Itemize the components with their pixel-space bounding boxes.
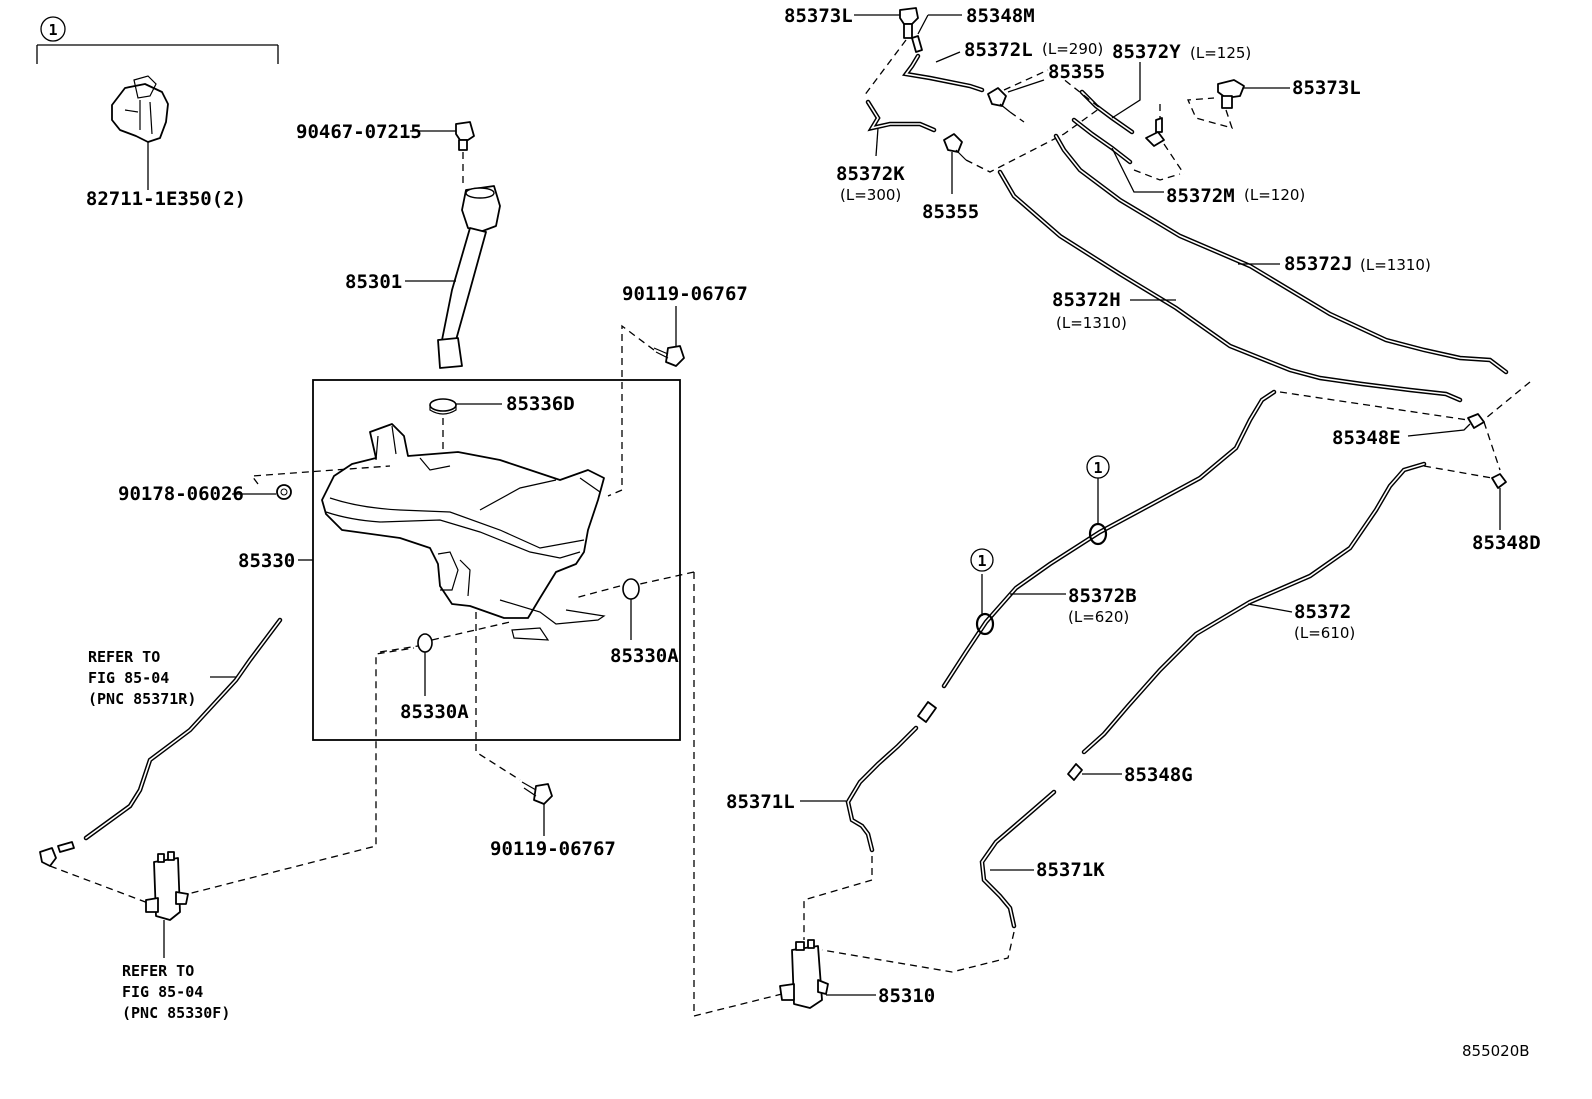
label-85330A-left: 85330A [400,701,469,723]
refer-hose-line3: (PNC 85371R) [88,690,196,708]
label-85330A-right: 85330A [610,645,679,667]
length-85372K: (L=300) [840,186,901,204]
hose-85371K-drawing [821,789,1057,973]
label-85372L: 85372L [964,39,1033,61]
clamp-part-drawing [111,75,169,190]
hose-85372H-drawing [997,169,1463,403]
hose-85372B-drawing [941,389,1277,689]
length-85372B: (L=620) [1068,608,1129,626]
refer-hose-line1: REFER TO [88,648,160,666]
connector-85348G-drawing [1067,763,1122,781]
label-85355-upper: 85355 [1048,61,1105,83]
length-85372L: (L=290) [1042,40,1103,58]
label-85348G: 85348G [1124,764,1193,786]
pump-85310-drawing [779,939,876,1009]
refer-hose-line2: FIG 85-04 [88,669,169,687]
connector-85348D-drawing [1423,465,1507,530]
refer-pump-line3: (PNC 85330F) [122,1004,230,1022]
hose-85372M-drawing [1071,117,1181,193]
cap-seal-drawing [429,398,502,452]
length-85372: (L=610) [1294,624,1355,642]
connector-85348M-drawing [911,14,962,53]
connector-85355-upper-drawing [987,69,1049,123]
label-85372H: 85372H [1052,289,1121,311]
length-85372M: (L=120) [1244,186,1305,204]
label-85373L-right: 85373L [1292,77,1361,99]
hose-85371L-drawing [800,725,919,940]
label-90178: 90178-06026 [118,483,244,505]
hose-85372K-drawing [865,99,937,157]
label-85372K: 85372K [836,163,905,185]
length-85372J: (L=1310) [1360,256,1431,274]
length-85372Y: (L=125) [1190,44,1251,62]
label-85371K: 85371K [1036,859,1105,881]
label-85330: 85330 [238,550,295,572]
label-85373L-top: 85373L [784,5,853,27]
label-85371L: 85371L [726,791,795,813]
label-85355-lower: 85355 [922,201,979,223]
diagram-id: 855020B [1462,1042,1530,1060]
refer-pump-drawing [145,851,189,958]
inline-connector-drawing [917,701,937,723]
refer-hose-drawing [39,617,415,907]
elbow-connector-drawing [1145,104,1185,175]
label-85372B: 85372B [1068,585,1137,607]
connector-85348E-drawing [1279,381,1531,471]
label-85372: 85372 [1294,601,1351,623]
refer-pump-line1: REFER TO [122,962,194,980]
grommet-right-drawing [574,571,695,640]
bolt-bottom-drawing [475,612,553,836]
label-85348M: 85348M [966,5,1035,27]
label-82711: 82711-1E350(2) [86,188,246,210]
label-90467: 90467-07215 [296,121,422,143]
washer-tank-drawing [321,423,606,641]
bolt-top-drawing [607,306,685,497]
callout-marker-lower: 1 [977,552,986,570]
hose-85372-drawing [1081,461,1427,755]
label-85310: 85310 [878,985,935,1007]
callout-marker-group: 1 [48,21,57,39]
cap-clip-drawing [410,121,475,186]
nozzle-top-drawing [854,7,919,97]
length-85372H: (L=1310) [1056,314,1127,332]
label-85372Y: 85372Y [1112,41,1181,63]
grommet-left-drawing [379,621,511,696]
label-85372J: 85372J [1284,253,1353,275]
group-bracket: 1 [36,16,279,64]
hose-85372J-drawing [1053,133,1509,375]
hose-85372L-drawing [901,51,985,93]
callout-marker-upper: 1 [1093,459,1102,477]
tank-to-pump-connector [693,572,791,1017]
label-85372M: 85372M [1166,185,1235,207]
label-85348D: 85348D [1472,532,1541,554]
label-85301: 85301 [345,271,402,293]
refer-pump-line2: FIG 85-04 [122,983,203,1001]
nozzle-right-drawing [1187,79,1290,129]
label-90119-top: 90119-06767 [622,283,748,305]
connector-85355-lower-drawing [943,77,1102,194]
label-90119-bottom: 90119-06767 [490,838,616,860]
grommet-nut-drawing [232,465,391,500]
label-85348E: 85348E [1332,427,1401,449]
inlet-pipe-drawing [405,185,501,369]
label-85336D: 85336D [506,393,575,415]
